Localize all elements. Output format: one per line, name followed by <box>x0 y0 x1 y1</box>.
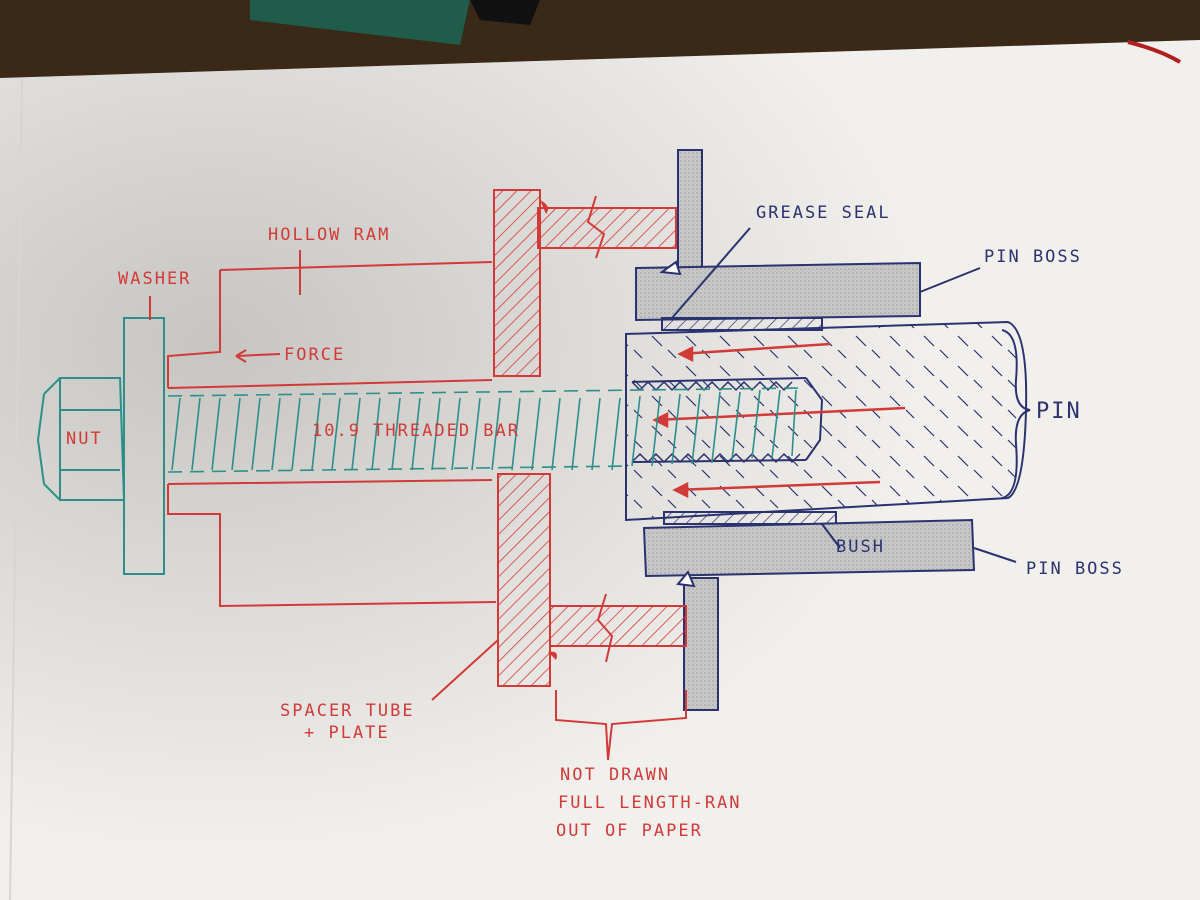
spacer-label-line1: SPACER TUBE <box>280 701 415 721</box>
washer <box>123 317 165 575</box>
pin-body <box>625 320 1028 522</box>
hollow-ram <box>167 250 497 608</box>
pin-boss-bottom-leader <box>973 547 1017 563</box>
weld-mark-bottom <box>676 570 696 588</box>
pin-boss-bottom <box>642 518 976 588</box>
pen-cap-object <box>470 0 540 25</box>
pin-boss-bottom-label: PIN BOSS <box>1026 559 1124 579</box>
note-line1: NOT DRAWN <box>560 765 670 785</box>
bush-leader <box>821 523 841 549</box>
boss-plate <box>677 149 719 711</box>
nut-label: NUT <box>66 429 103 449</box>
pin-boss-top-label: PIN BOSS <box>984 247 1082 267</box>
pin-boss-top-leader <box>919 267 981 293</box>
bush-bar <box>663 511 837 525</box>
washer-label: WASHER <box>118 269 191 289</box>
pin-brace <box>1001 329 1031 499</box>
pin-label: PIN <box>1036 399 1082 424</box>
pen-object <box>250 0 470 45</box>
spacer-leader <box>431 639 499 701</box>
threaded-bar <box>167 387 801 473</box>
note-bracket <box>555 690 687 761</box>
force-pointer <box>235 349 281 363</box>
paper-edge <box>9 79 23 900</box>
weld-mark-top <box>659 260 682 276</box>
spacer-plate <box>493 189 687 687</box>
threaded-bar-label: 10.9 THREADED BAR <box>312 421 520 441</box>
grease-seal-label: GREASE SEAL <box>756 203 891 223</box>
force-label: FORCE <box>284 345 345 365</box>
note-line2: FULL LENGTH-RAN <box>558 793 742 813</box>
grease-seal-leader <box>671 227 751 319</box>
note-line3: OUT OF PAPER <box>556 821 703 841</box>
force-arrows <box>652 342 906 499</box>
nut <box>36 377 126 501</box>
ink-smudge <box>1127 40 1182 64</box>
spacer-label-line2: + PLATE <box>304 723 390 743</box>
hollow-ram-label: HOLLOW RAM <box>268 225 390 245</box>
bush-label: BUSH <box>836 537 885 557</box>
